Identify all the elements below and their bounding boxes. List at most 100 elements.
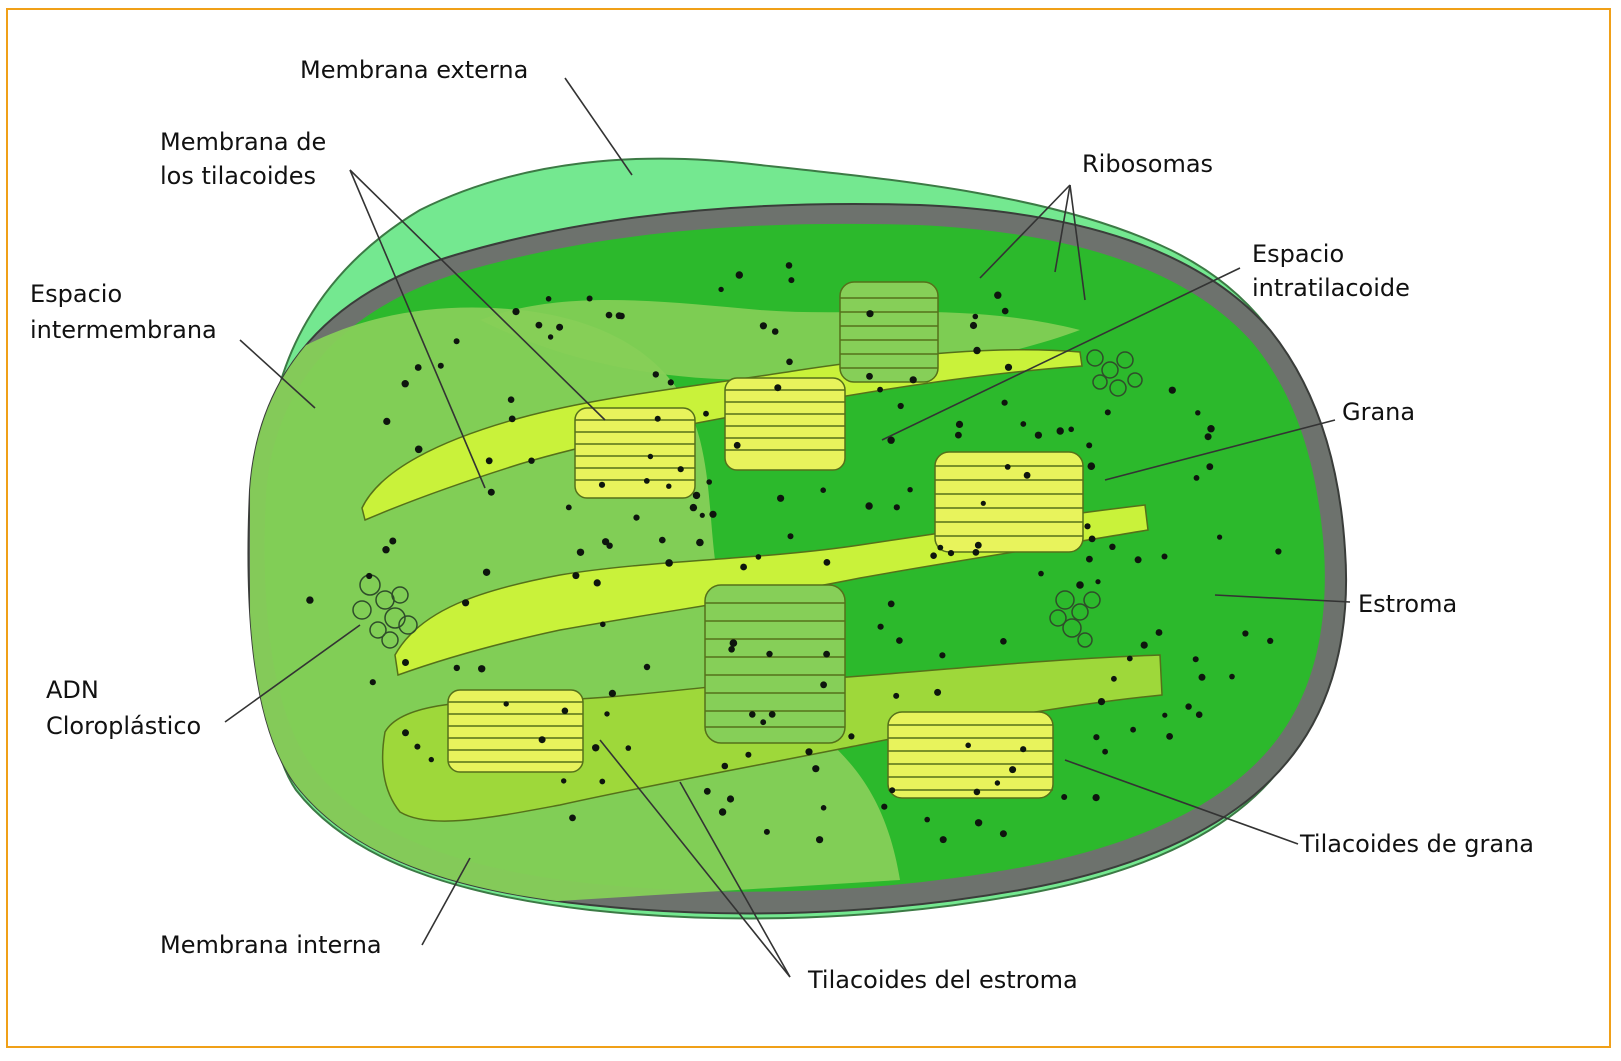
ribosome-dot — [706, 479, 712, 485]
granum-1 — [575, 408, 695, 498]
ribosome-dot — [728, 646, 735, 653]
ribosome-dot — [823, 651, 830, 658]
ribosome-dot — [696, 539, 704, 547]
ribosome-dot — [740, 564, 747, 571]
ribosome-dot — [562, 708, 569, 715]
ribosome-dot — [878, 624, 884, 630]
ribosome-dot — [1038, 571, 1044, 577]
ribosome-dot — [572, 572, 579, 579]
ribosome-dot — [727, 795, 734, 802]
ribosome-dot — [644, 478, 650, 484]
ribosome-dot — [955, 432, 962, 439]
ribosome-dot — [486, 457, 493, 464]
ribosome-dot — [548, 334, 553, 339]
ribosome-dot — [824, 559, 831, 566]
ribosome-dot — [1194, 475, 1200, 481]
ribosome-dot — [604, 711, 609, 716]
label-adn-line2: Cloroplástico — [46, 712, 201, 740]
ribosome-dot — [718, 287, 723, 292]
ribosome-dot — [1185, 703, 1191, 709]
ribosome-dot — [561, 778, 566, 783]
ribosome-dot — [1093, 794, 1100, 801]
ribosome-dot — [1195, 410, 1200, 415]
ribosome-dot — [504, 701, 509, 706]
ribosome-dot — [1020, 746, 1026, 752]
granum-7 — [888, 712, 1053, 798]
ribosome-dot — [934, 689, 941, 696]
ribosome-dot — [939, 652, 945, 658]
ribosome-dot — [1193, 656, 1199, 662]
ribosome-dot — [1102, 749, 1108, 755]
ribosome-dot — [648, 454, 653, 459]
ribosome-dot — [772, 328, 779, 335]
ribosome-dot — [956, 421, 963, 428]
ribosome-dot — [626, 745, 632, 751]
ribosome-dot — [546, 296, 552, 302]
ribosome-dot — [600, 622, 606, 628]
ribosome-dot — [402, 729, 409, 736]
ribosome-dot — [616, 312, 623, 319]
ribosome-dot — [930, 552, 937, 559]
label-espacio-intermembrana-line2: intermembrana — [30, 316, 217, 344]
ribosome-dot — [703, 411, 709, 417]
ribosome-dot — [370, 679, 376, 685]
ribosome-dot — [975, 542, 982, 549]
label-membrana-externa: Membrana externa — [300, 56, 528, 84]
ribosome-dot — [896, 637, 903, 644]
ribosome-dot — [454, 338, 460, 344]
ribosome-dot — [389, 538, 396, 545]
ribosome-dot — [1217, 535, 1222, 540]
ribosome-dot — [644, 664, 650, 670]
ribosome-dot — [722, 763, 729, 770]
ribosome-dot — [756, 554, 762, 560]
ribosome-dot — [907, 487, 912, 492]
ribosome-dot — [736, 271, 743, 278]
ribosome-dot — [995, 780, 1000, 785]
ribosome-dot — [1086, 556, 1093, 563]
ribosome-dot — [655, 416, 661, 422]
ribosome-dot — [777, 495, 784, 502]
ribosome-dot — [948, 550, 954, 556]
ribosome-dot — [1169, 387, 1176, 394]
ribosome-dot — [1199, 674, 1206, 681]
ribosome-dot — [866, 310, 873, 317]
ribosome-dot — [454, 665, 460, 671]
label-espacio-intermembrana-line1: Espacio — [30, 280, 122, 308]
ribosome-dot — [1089, 536, 1096, 543]
ribosome-dot — [382, 546, 389, 553]
ribosome-dot — [788, 533, 794, 539]
ribosome-dot — [924, 817, 930, 823]
ribosome-dot — [1205, 433, 1212, 440]
ribosome-dot — [973, 314, 979, 320]
ribosome-dot — [1098, 698, 1105, 705]
label-estroma: Estroma — [1358, 590, 1457, 618]
ribosome-dot — [602, 538, 609, 545]
ribosome-dot — [1206, 463, 1213, 470]
label-tilacoides-estroma: Tilacoides del estroma — [807, 966, 1078, 994]
ribosome-dot — [888, 601, 895, 608]
ribosome-dot — [678, 466, 684, 472]
ribosome-dot — [1002, 308, 1009, 315]
ribosome-dot — [760, 719, 766, 725]
ribosome-dot — [893, 693, 899, 699]
ribosome-dot — [881, 804, 887, 810]
ribosome-dot — [599, 482, 605, 488]
ribosome-dot — [462, 599, 469, 606]
ribosome-dot — [760, 322, 767, 329]
ribosome-dot — [700, 513, 705, 518]
ribosome-dot — [306, 596, 313, 603]
ribosome-dot — [414, 744, 420, 750]
ribosome-dot — [866, 373, 873, 380]
ribosome-dot — [1000, 830, 1007, 837]
ribosome-dot — [1005, 364, 1012, 371]
ribosome-dot — [1196, 711, 1203, 718]
ribosome-dot — [970, 322, 977, 329]
ribosome-dot — [1207, 425, 1214, 432]
label-membrana-interna: Membrana interna — [160, 931, 382, 959]
ribosome-dot — [1009, 766, 1016, 773]
ribosome-dot — [483, 569, 490, 576]
ribosome-dot — [1000, 638, 1007, 645]
ribosome-dot — [749, 711, 756, 718]
ribosome-dot — [766, 651, 772, 657]
ribosome-dot — [975, 819, 982, 826]
